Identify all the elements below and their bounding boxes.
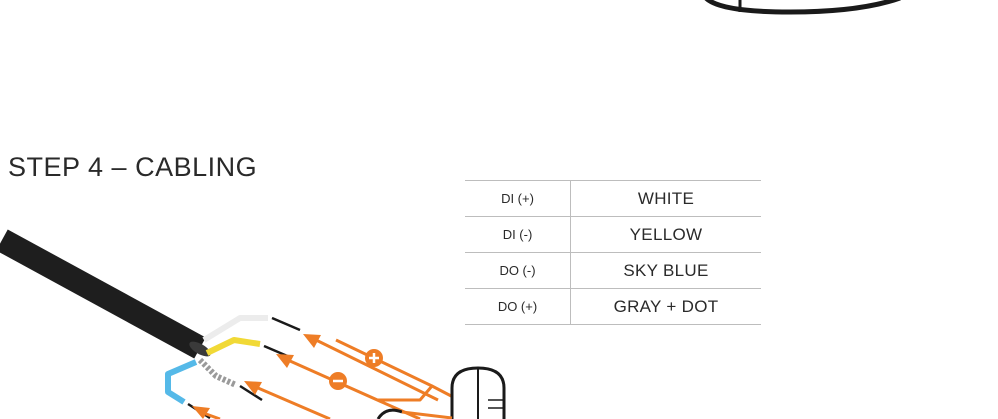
wire-gray-dot bbox=[197, 357, 238, 388]
plus-circle-icon bbox=[365, 349, 383, 367]
wire-gray-tip bbox=[239, 384, 263, 402]
table-row: DI (-) YELLOW bbox=[465, 216, 761, 253]
wire-sky-blue bbox=[165, 359, 198, 405]
table-row: DI (+) WHITE bbox=[465, 180, 761, 217]
connector-lead bbox=[401, 410, 453, 419]
polarity-bracket bbox=[335, 338, 434, 402]
arrow-1 bbox=[303, 334, 439, 402]
signal-label: DO (+) bbox=[465, 288, 571, 325]
device-outline-top bbox=[704, 0, 901, 15]
wire-color-label: SKY BLUE bbox=[623, 260, 709, 280]
step-title: STEP 4 – CABLING bbox=[8, 152, 258, 182]
wire-color-label: WHITE bbox=[637, 188, 695, 208]
signal-label: DO (-) bbox=[465, 252, 571, 289]
table-row: DO (-) SKY BLUE bbox=[465, 252, 761, 289]
wire-yellow bbox=[205, 337, 261, 356]
wiring-table: DI (+) WHITE DI (-) YELLOW DO (-) SKY BL… bbox=[465, 180, 761, 325]
minus-circle-icon bbox=[329, 372, 347, 390]
arrow-2 bbox=[276, 354, 421, 419]
terminal-device-icon bbox=[450, 366, 506, 419]
signal-label: DI (-) bbox=[465, 216, 571, 253]
signal-label: DI (+) bbox=[465, 180, 571, 217]
arrow-3 bbox=[244, 381, 331, 419]
cable-end bbox=[189, 341, 211, 357]
wire-white-tip bbox=[271, 316, 301, 332]
table-row: DO (+) GRAY + DOT bbox=[465, 288, 761, 325]
connector-ring bbox=[376, 408, 403, 419]
arrow-4 bbox=[192, 406, 221, 419]
wire-white bbox=[202, 315, 268, 343]
main-cable bbox=[0, 229, 206, 359]
wire-color-label: GRAY + DOT bbox=[613, 296, 719, 316]
wire-color-label: YELLOW bbox=[629, 224, 703, 244]
